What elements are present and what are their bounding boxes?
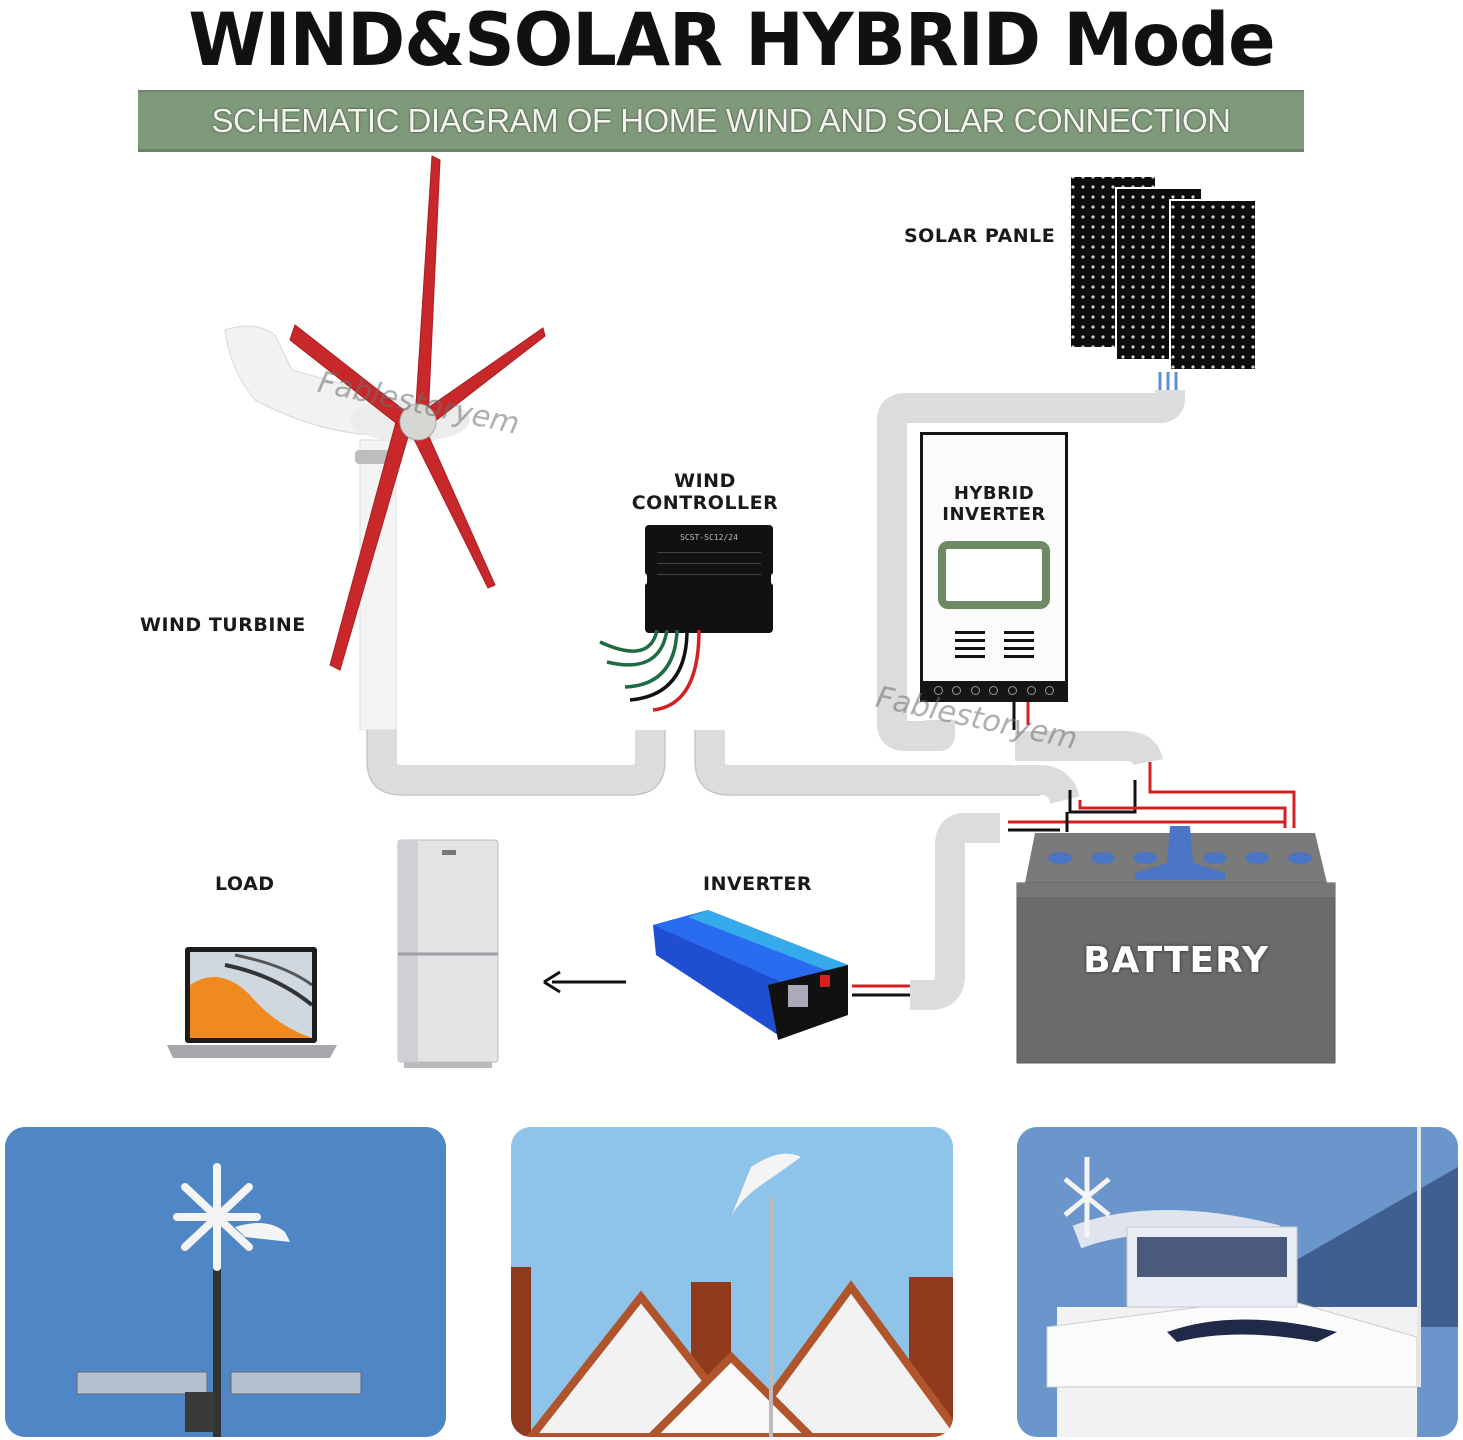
inverter-icon bbox=[653, 910, 848, 1040]
wind-controller-device: SCST-SC12/24 bbox=[641, 525, 777, 633]
hybrid-inverter-label-line2: INVERTER bbox=[942, 504, 1046, 525]
controller-wires bbox=[599, 630, 701, 712]
battery-icon bbox=[1016, 826, 1336, 1064]
solar-panel-label: SOLAR PANLE bbox=[904, 225, 1056, 247]
hybrid-inverter-vents bbox=[923, 631, 1065, 661]
cable-conduits bbox=[366, 372, 1296, 1010]
page-title: WIND&SOLAR HYBRID Mode bbox=[188, 0, 1275, 84]
banner-text: SCHEMATIC DIAGRAM OF HOME WIND AND SOLAR… bbox=[211, 102, 1231, 139]
inverter-label: INVERTER bbox=[703, 873, 813, 895]
arrow-left-icon bbox=[543, 970, 626, 994]
hybrid-inverter-label: HYBRID INVERTER bbox=[923, 483, 1065, 525]
wind-turbine-label: WIND TURBINE bbox=[140, 614, 306, 636]
wind-controller-label-line1: WIND bbox=[674, 470, 736, 492]
controller-model-text: SCST-SC12/24 bbox=[680, 533, 738, 542]
refrigerator-icon bbox=[397, 839, 499, 1068]
solar-panel-icon bbox=[1069, 175, 1257, 371]
gallery-photo-street-pole bbox=[5, 1127, 446, 1437]
battery-label: BATTERY bbox=[1083, 940, 1269, 981]
hybrid-inverter-screen bbox=[938, 541, 1050, 609]
subtitle-banner: SCHEMATIC DIAGRAM OF HOME WIND AND SOLAR… bbox=[138, 90, 1304, 152]
laptop-icon bbox=[167, 947, 337, 1058]
load-label: LOAD bbox=[215, 873, 275, 895]
gallery-photo-rooftop bbox=[511, 1127, 953, 1437]
gallery-photo-yacht bbox=[1017, 1127, 1458, 1437]
wind-controller-label-line2: CONTROLLER bbox=[631, 492, 779, 514]
wind-turbine-icon bbox=[224, 155, 546, 730]
wind-controller-label: WIND CONTROLLER bbox=[630, 470, 780, 514]
hybrid-inverter-label-line1: HYBRID bbox=[953, 483, 1035, 504]
hybrid-inverter-device: HYBRID INVERTER bbox=[920, 432, 1068, 702]
hybrid-inverter-terminals bbox=[923, 681, 1065, 699]
